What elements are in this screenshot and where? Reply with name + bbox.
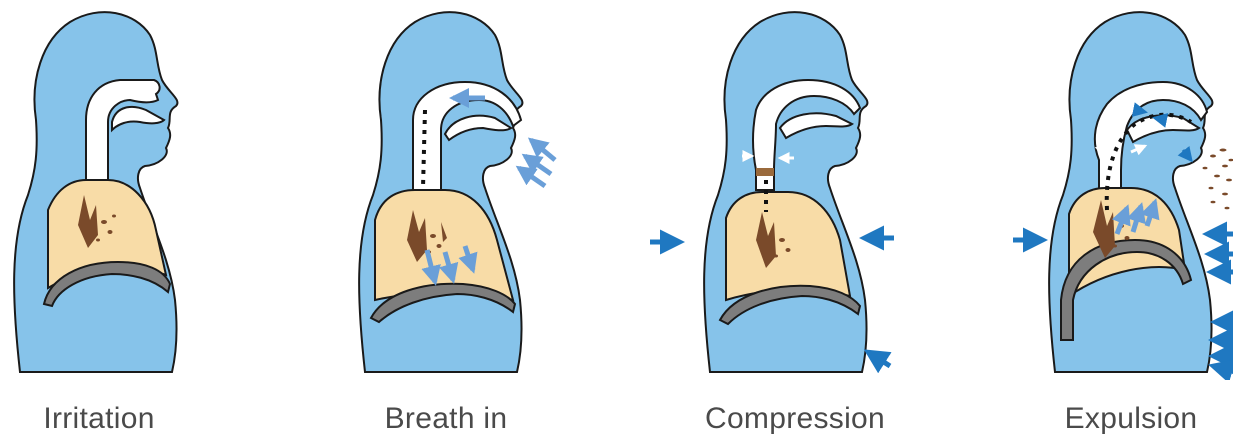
panel-compression <box>650 12 894 372</box>
expelled-mucus-spray <box>1203 149 1233 210</box>
stage-label-expulsion: Expulsion <box>1065 402 1198 436</box>
stage-label-irritation: Irritation <box>43 402 154 436</box>
panel-breath-in <box>359 12 555 372</box>
closed-glottis <box>756 168 774 176</box>
panel-irritation <box>14 12 177 372</box>
stage-label-compression: Compression <box>705 402 885 436</box>
cough-stages-diagram <box>0 0 1233 380</box>
stage-label-breath-in: Breath in <box>385 402 508 436</box>
panel-expulsion <box>1013 12 1233 372</box>
